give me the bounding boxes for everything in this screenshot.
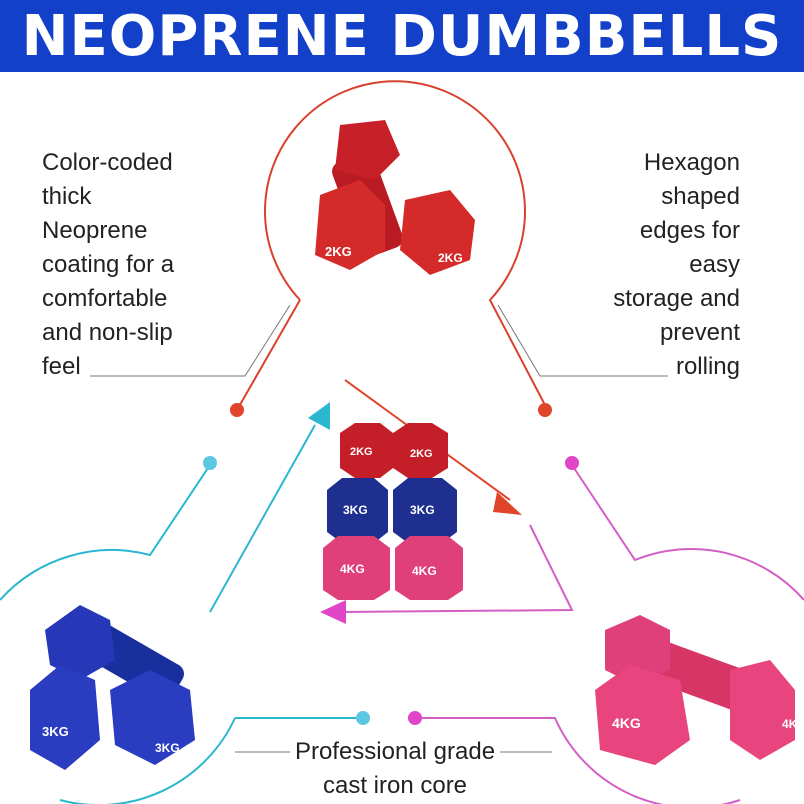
text-line: rolling	[675, 353, 740, 380]
svg-text:3KG: 3KG	[410, 503, 435, 517]
blue-dumbbell-image: 3KG 3KG	[30, 605, 195, 770]
page-title: NEOPRENE DUMBBELLS	[21, 3, 783, 69]
svg-text:2KG: 2KG	[325, 244, 352, 259]
svg-text:4KG: 4KG	[612, 715, 641, 731]
dumbbell-stack-image: 2KG 2KG 3KG 3KG 4KG 4KG	[323, 423, 463, 600]
svg-text:4KG: 4KG	[782, 717, 804, 731]
text-line: Hexagon	[643, 149, 740, 176]
svg-text:3KG: 3KG	[155, 741, 180, 755]
text-line: thick	[42, 183, 92, 210]
text-line: prevent	[659, 319, 740, 346]
feature-text-coating: Color-coded thick Neoprene coating for a…	[42, 146, 174, 384]
top-circle-outline	[264, 80, 546, 406]
text-line: storage and	[613, 285, 740, 312]
svg-text:4KG: 4KG	[340, 562, 365, 576]
text-line: Neoprene	[42, 217, 148, 244]
header-banner: NEOPRENE DUMBBELLS	[0, 0, 804, 72]
text-line: and non-slip	[42, 319, 173, 346]
svg-text:3KG: 3KG	[343, 503, 368, 517]
svg-text:4KG: 4KG	[412, 564, 437, 578]
feature-text-core: Professional grade cast iron core	[0, 735, 790, 803]
svg-text:3KG: 3KG	[42, 724, 69, 739]
text-line: comfortable	[42, 285, 168, 312]
text-line: edges for	[639, 217, 740, 244]
svg-text:2KG: 2KG	[410, 448, 433, 460]
text-line: Color-coded	[42, 149, 173, 176]
text-line: easy	[689, 251, 740, 278]
pink-dumbbell-image: 4KG 4KG	[595, 615, 804, 765]
feature-text-hexagon: Hexagon shaped edges for easy storage an…	[613, 146, 740, 384]
text-line: shaped	[661, 183, 740, 210]
text-line: cast iron core	[322, 772, 468, 799]
svg-text:2KG: 2KG	[438, 251, 463, 265]
text-line: coating for a	[42, 251, 175, 278]
red-dumbbell-image: 2KG 2KG	[315, 120, 475, 275]
connector-dot	[230, 403, 244, 417]
svg-text:2KG: 2KG	[350, 446, 373, 458]
connector-dot	[538, 403, 552, 417]
text-line: Professional grade	[294, 738, 496, 765]
text-line: feel	[42, 353, 81, 380]
